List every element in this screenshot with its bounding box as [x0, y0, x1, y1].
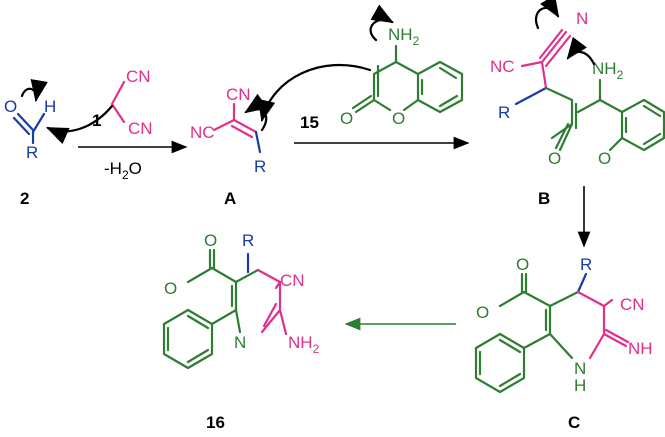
atom-r: R — [242, 231, 254, 250]
product-16-structure: O R CN O N NH2 — [162, 231, 320, 370]
atom-h: H — [44, 97, 56, 116]
atom-nc: NC — [190, 123, 215, 142]
curved-arrow-carbonyl — [20, 79, 48, 103]
malononitrile-structure: CN CN — [110, 67, 153, 138]
piperidine-left-bonds — [548, 290, 580, 360]
alkene-r-bond — [254, 130, 262, 154]
label-compound-2: 2 — [20, 189, 29, 208]
alkene-bond — [230, 118, 258, 139]
coumarin-carbonyl — [351, 94, 376, 114]
carbonyl-bond — [208, 248, 216, 270]
benzene-ring — [162, 308, 214, 370]
atom-carbonyl-o: O — [516, 255, 529, 274]
atom-nh2: NH2 — [288, 333, 320, 356]
condition-water-loss: -H2O — [104, 159, 142, 182]
nitrile-triple-bond — [520, 28, 572, 68]
label-intermediate-c: C — [568, 413, 580, 432]
curved-arrow-amine — [369, 4, 394, 42]
intermediate-a-structure: CN NC R — [190, 85, 268, 176]
aldehyde-structure: O H R — [4, 79, 56, 162]
curved-arrow-nucleophile — [45, 104, 114, 145]
atom-r: R — [498, 103, 510, 122]
curved-arrow-michael-attack — [258, 63, 372, 123]
label-compound-15: 15 — [300, 113, 319, 132]
atom-imine-nh: NH — [628, 339, 653, 358]
pyranone-ring — [498, 290, 552, 350]
atom-nh2: NH2 — [388, 25, 420, 48]
coumarin-benzene-double-bonds — [624, 104, 662, 146]
curved-arrow-nitrile — [535, 0, 560, 30]
aminocoumarin-structure: NH2 O O — [340, 4, 464, 128]
pyranone-ring — [186, 266, 238, 326]
coumarin-benzene-double-bonds — [420, 66, 459, 108]
ch-bond — [31, 112, 46, 134]
atom-carbonyl-o: O — [204, 231, 217, 250]
atom-nh2: NH2 — [592, 59, 624, 82]
pyridine-right-bonds — [256, 268, 288, 336]
atom-r: R — [580, 255, 592, 274]
atom-cn: CN — [620, 295, 645, 314]
atom-carbonyl-o: O — [548, 149, 561, 168]
atom-pyridine-n: N — [234, 333, 246, 352]
carbonyl-bond — [520, 272, 528, 294]
nitrile-bonds — [212, 102, 236, 132]
atom-cn-top: CN — [126, 67, 151, 86]
atom-r: R — [26, 143, 38, 162]
atom-nc: NC — [490, 57, 515, 76]
atom-carbonyl-o: O — [340, 109, 353, 128]
atom-ring-o: O — [598, 149, 611, 168]
atom-o: O — [4, 97, 17, 116]
coumarin-benzene-ring — [416, 60, 464, 114]
atom-cn: CN — [280, 271, 305, 290]
coumarin-fused-bond — [394, 60, 420, 112]
atom-ring-o: O — [476, 303, 489, 322]
piperidine-right-bonds — [576, 290, 630, 360]
pyridine-left-bonds — [234, 268, 260, 334]
coumarin-benzene-ring — [620, 98, 665, 152]
curved-arrow-cyclization — [566, 36, 596, 66]
r-bond — [514, 86, 548, 106]
carbonyl-bond — [12, 112, 35, 136]
coumarin-fused-bond — [598, 98, 624, 152]
cc-bond — [540, 60, 548, 90]
label-intermediate-a: A — [224, 189, 236, 208]
atom-ring-o: O — [392, 109, 405, 128]
r-bond — [576, 272, 588, 294]
coumarin-carbonyl — [554, 122, 574, 152]
atom-r: R — [254, 157, 266, 176]
atom-cn-bottom: CN — [128, 119, 153, 138]
coumarin-left-ring — [544, 78, 602, 140]
atom-nitrile-n: N — [576, 9, 588, 28]
malononitrile-bonds — [110, 80, 126, 124]
label-compound-16: 16 — [206, 413, 225, 432]
atom-cn: CN — [226, 85, 251, 104]
intermediate-b-structure: N NC NH2 R O O — [490, 0, 665, 168]
label-intermediate-b: B — [538, 189, 550, 208]
atom-ring-o: O — [164, 279, 177, 298]
coumarin-left-ring — [372, 44, 398, 112]
benzene-ring — [474, 332, 526, 394]
